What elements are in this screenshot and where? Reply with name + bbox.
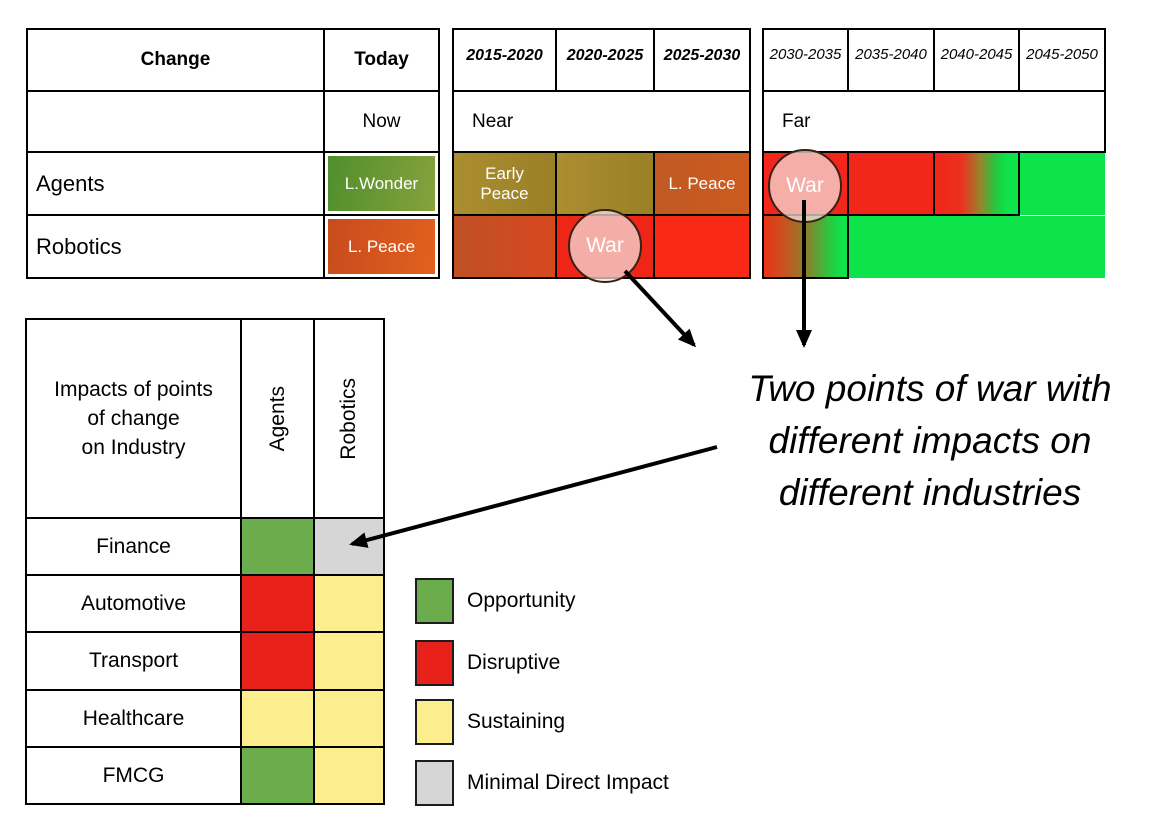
period-2035-2040: 2035-2040 (847, 28, 935, 92)
annotation-line3: different industries (778, 472, 1082, 513)
impact-table: Impacts of points of change on Industry … (25, 318, 385, 805)
period-2030-2035: 2030-2035 (762, 28, 849, 92)
fmcg-robotics-cell (313, 746, 385, 805)
legend-label: Opportunity (467, 589, 576, 612)
legend-item-sustaining: Sustaining (415, 699, 565, 745)
legend-label: Sustaining (467, 710, 566, 733)
minimal-swatch-icon (415, 760, 454, 806)
period-2025-2030: 2025-2030 (653, 28, 751, 92)
impact-col-agents: Agents (240, 318, 315, 519)
far-robotics-cell-1 (762, 214, 849, 279)
near-agents-cell-1: Early Peace (452, 151, 557, 216)
period-2040-2045: 2040-2045 (933, 28, 1020, 92)
robotics-today-cell: L. Peace (323, 214, 440, 279)
far-agents-cell-2 (847, 151, 935, 216)
row-automotive-label: Automotive (25, 574, 242, 633)
robotics-today-value: L. Peace (328, 219, 435, 274)
fmcg-agents-cell (240, 746, 315, 805)
near-robotics-cell-3 (653, 214, 751, 279)
near-range-cell: Near (452, 90, 751, 153)
sustaining-swatch-icon (415, 699, 454, 745)
near-agents-cell-3: L. Peace (653, 151, 751, 216)
period-2045-2050: 2045-2050 (1018, 28, 1106, 92)
row-healthcare-label: Healthcare (25, 689, 242, 748)
opportunity-swatch-icon (415, 578, 454, 624)
agents-today-value: L.Wonder (328, 156, 435, 211)
row-finance-label: Finance (25, 517, 242, 576)
finance-agents-cell (240, 517, 315, 576)
period-2015-2020: 2015-2020 (452, 28, 557, 92)
legend-item-minimal: Minimal Direct Impact (415, 760, 669, 806)
far-range-cell: Far (762, 90, 1106, 153)
row-fmcg-label: FMCG (25, 746, 242, 805)
impact-header-line1: Impacts of points (54, 378, 213, 401)
change-header: Change (26, 28, 325, 92)
impact-header-line3: on Industry (81, 436, 186, 459)
finance-robotics-cell (313, 517, 385, 576)
empty-cell (26, 90, 325, 153)
legend-item-opportunity: Opportunity (415, 578, 576, 624)
far-agents-cell-4 (1019, 151, 1105, 215)
arrow-near-war-to-text (623, 269, 697, 348)
transport-robotics-cell (313, 631, 385, 691)
today-header: Today (323, 28, 440, 92)
healthcare-agents-cell (240, 689, 315, 748)
row-transport-label: Transport (25, 631, 242, 691)
agents-row-label: Agents (26, 151, 325, 216)
robotics-row-label: Robotics (26, 214, 325, 279)
impact-header-line2: of change (87, 407, 180, 430)
near-agents-cell-2 (555, 151, 655, 216)
healthcare-robotics-cell (313, 689, 385, 748)
annotation-text: Two points of war with different impacts… (690, 363, 1163, 519)
transport-agents-cell (240, 631, 315, 691)
automotive-agents-cell (240, 574, 315, 633)
annotation-line1: Two points of war with (748, 368, 1112, 409)
legend-label: Minimal Direct Impact (467, 771, 669, 794)
annotation-line2: different impacts on (768, 420, 1092, 461)
near-robotics-cell-1 (452, 214, 557, 279)
disruptive-swatch-icon (415, 640, 454, 686)
impact-col-robotics: Robotics (313, 318, 385, 519)
war-marker-far: War (768, 149, 842, 223)
automotive-robotics-cell (313, 574, 385, 633)
far-robotics-green-area (848, 215, 1105, 278)
agents-today-cell: L.Wonder (323, 151, 440, 216)
now-cell: Now (323, 90, 440, 153)
period-2020-2025: 2020-2025 (555, 28, 655, 92)
impact-header-cell: Impacts of points of change on Industry (25, 318, 242, 519)
war-marker-near: War (568, 209, 642, 283)
legend-item-disruptive: Disruptive (415, 640, 560, 686)
change-today-table: Change Today Now Agents L.Wonder Robotic… (26, 28, 440, 279)
legend-label: Disruptive (467, 651, 561, 674)
far-agents-cell-3 (933, 151, 1020, 216)
arrow-text-to-finance-cell (349, 445, 718, 548)
